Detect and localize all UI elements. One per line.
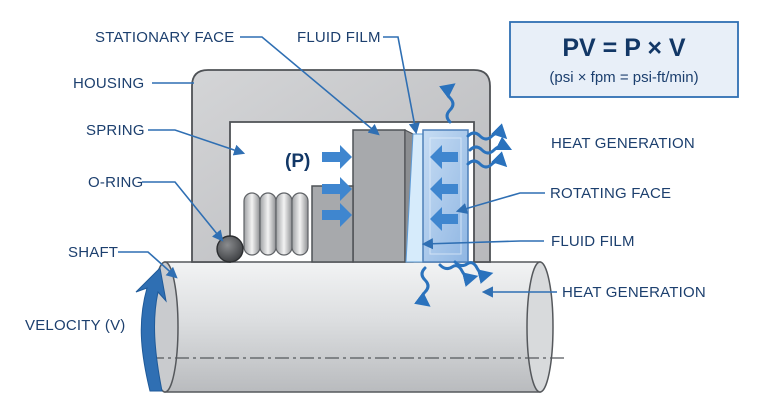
label-stationary-face: STATIONARY FACE <box>95 29 234 46</box>
pressure-arrow <box>322 145 352 169</box>
label-o-ring: O-RING <box>88 174 143 191</box>
label-rotating-face: ROTATING FACE <box>550 185 671 202</box>
formula-main: PV = P × V <box>562 34 686 62</box>
label-fluid-film-top: FLUID FILM <box>297 29 381 46</box>
label-housing: HOUSING <box>73 75 144 92</box>
formula-units: (psi × fpm = psi-ft/min) <box>549 69 698 86</box>
shaft <box>150 261 565 393</box>
pressure-arrow <box>430 207 458 231</box>
heat-waves <box>414 83 513 307</box>
label-heat-generation-top: HEAT GENERATION <box>551 135 695 152</box>
pressure-arrow <box>430 177 458 201</box>
label-shaft: SHAFT <box>68 244 118 261</box>
label-fluid-film-bottom: FLUID FILM <box>551 233 635 250</box>
label-pressure: (P) <box>285 151 310 172</box>
velocity-arrow <box>135 266 167 392</box>
pressure-arrows-right <box>430 145 458 231</box>
housing <box>191 69 491 263</box>
formula-box: PV = P × V (psi × fpm = psi-ft/min) <box>509 21 739 98</box>
o-ring <box>216 235 244 263</box>
pressure-arrow <box>322 177 352 201</box>
pressure-arrows-left <box>322 145 352 227</box>
label-heat-generation-bottom: HEAT GENERATION <box>562 284 706 301</box>
label-velocity: VELOCITY (V) <box>25 317 125 334</box>
label-spring: SPRING <box>86 122 145 139</box>
pressure-arrow <box>430 145 458 169</box>
spring <box>243 192 309 256</box>
pressure-arrow <box>322 203 352 227</box>
stationary-face <box>311 129 414 263</box>
leader-lines <box>118 36 557 298</box>
